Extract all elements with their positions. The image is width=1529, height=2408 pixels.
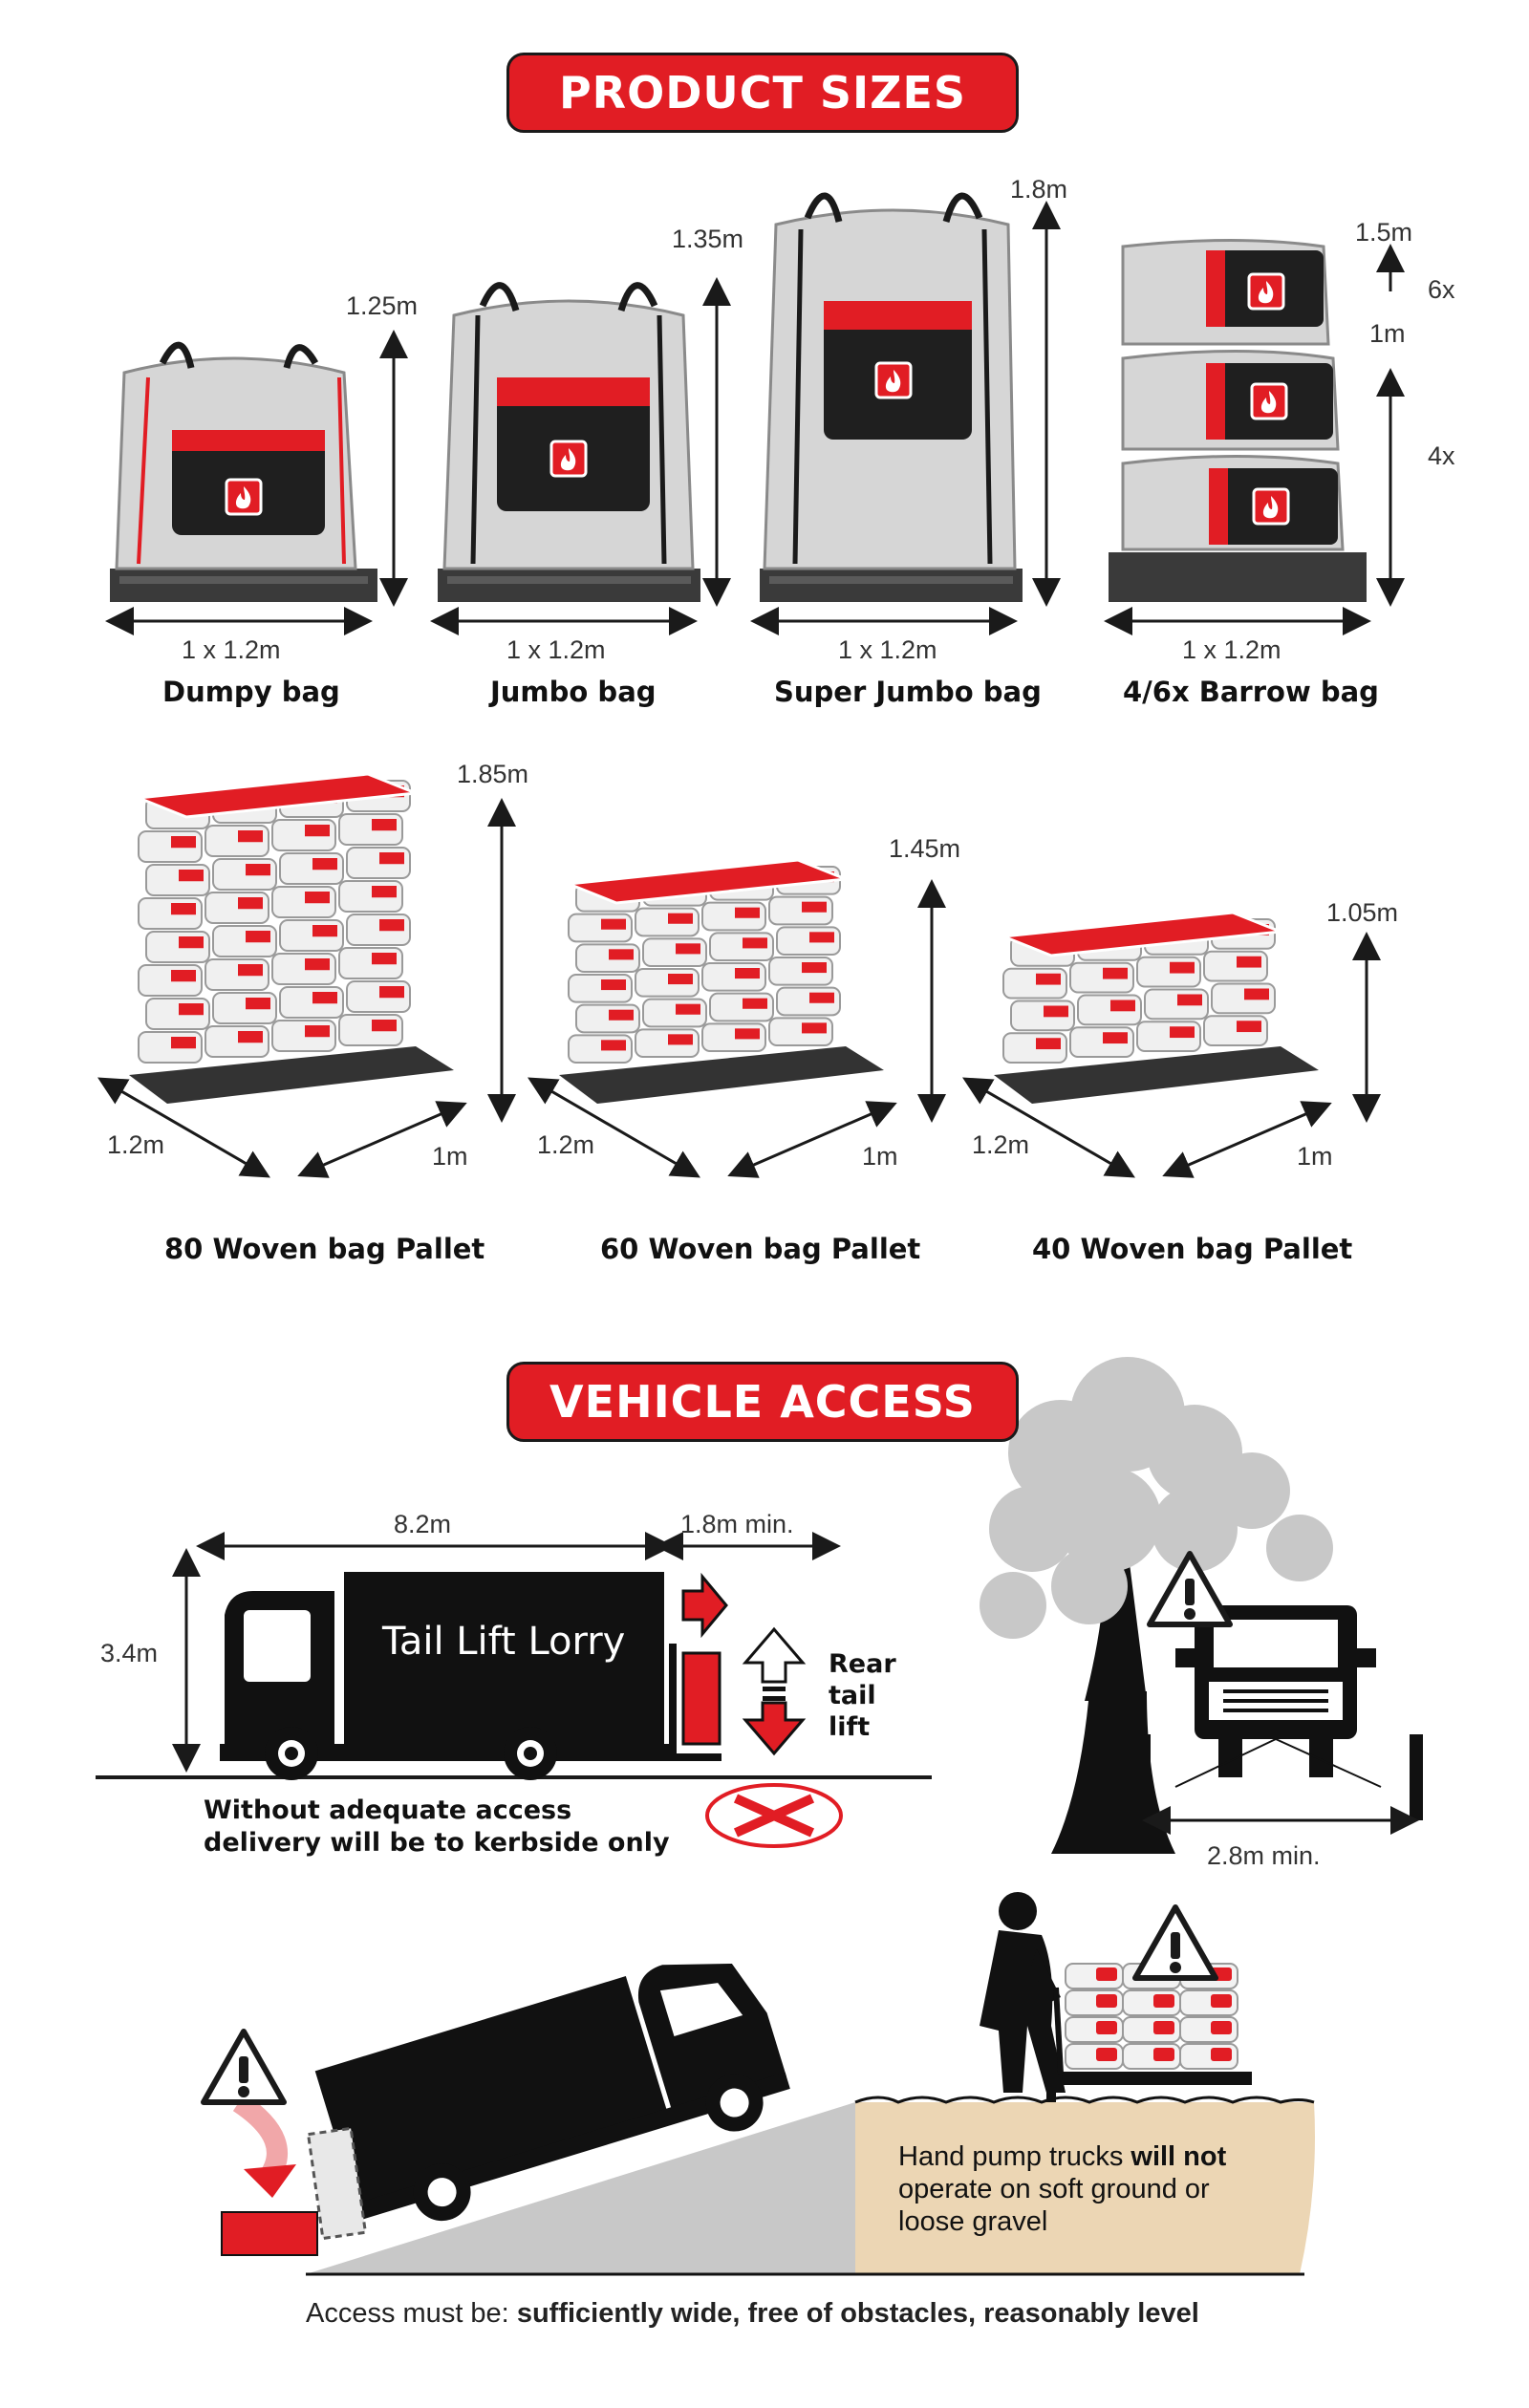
rear-tail-lift-label: Rear tail lift: [829, 1648, 896, 1743]
hand-pump-worker-illustration: [980, 1892, 1252, 2102]
barrow-6x-label: 6x: [1428, 275, 1455, 304]
pallet-60-width-label: 1m: [862, 1142, 898, 1171]
super-jumbo-bag-name: Super Jumbo bag: [774, 676, 1042, 708]
barrow-4x-label: 4x: [1428, 441, 1455, 470]
barrow-base-label: 1 x 1.2m: [1182, 635, 1281, 664]
tree-and-lorry-front-illustration: [980, 1357, 1423, 1854]
pallet-80-height-label: 1.85m: [457, 760, 529, 788]
vehicle-width-label: 2.8m min.: [1207, 1841, 1321, 1870]
pallet-80-width-label: 1m: [432, 1142, 468, 1171]
bag-dimension-lines: [105, 201, 1405, 635]
pallet-60-height-label: 1.45m: [889, 834, 961, 863]
pallet-60-length-label: 1.2m: [537, 1130, 595, 1159]
barrow-4x-height-label: 1m: [1369, 319, 1406, 348]
kerbside-note-line-1: Without adequate access: [204, 1795, 572, 1825]
pallet-40-length-label: 1.2m: [972, 1130, 1030, 1159]
pallet-40-width-label: 1m: [1297, 1142, 1333, 1171]
dumpy-base-label: 1 x 1.2m: [182, 635, 281, 664]
dumpy-height-label: 1.25m: [346, 291, 419, 320]
tail-lift-lorry-illustration: [96, 1572, 932, 1848]
access-footer: Access must be: sufficiently wide, free …: [306, 2298, 1199, 2330]
jumbo-base-label: 1 x 1.2m: [506, 635, 606, 664]
super-jumbo-height-label: 1.8m: [1010, 175, 1068, 204]
super-jumbo-bag-illustration: [760, 192, 1023, 602]
vehicle-access-heading: VEHICLE ACCESS: [506, 1362, 1019, 1442]
product-sizes-heading: PRODUCT SIZES: [506, 53, 1019, 133]
dumpy-bag-name: Dumpy bag: [162, 676, 340, 708]
lorry-clearance-label: 1.8m min.: [680, 1510, 794, 1538]
jumbo-height-label: 1.35m: [672, 225, 744, 253]
hand-pump-line-1-prefix: Hand pump trucks: [898, 2141, 1131, 2172]
slope-lorry-illustration: [204, 1963, 1315, 2276]
kerbside-note: Without adequate access delivery will be…: [204, 1795, 670, 1860]
pallet-40-name: 40 Woven bag Pallet: [1032, 1233, 1353, 1265]
pallet-60-stack: [559, 858, 884, 1104]
pallet-40-stack: [994, 911, 1319, 1104]
pallet-dimension-lines: [97, 798, 1381, 1178]
pallet-80-stack: [129, 772, 454, 1104]
barrow-bag-name: 4/6x Barrow bag: [1123, 676, 1379, 708]
kerbside-note-line-2: delivery will be to kerbside only: [204, 1828, 670, 1858]
hand-pump-line-3: loose gravel: [898, 2206, 1048, 2237]
access-footer-prefix: Access must be:: [306, 2298, 517, 2329]
lorry-body-label: Tail Lift Lorry: [382, 1620, 626, 1664]
lorry-length-label: 8.2m: [394, 1510, 452, 1538]
pallet-80-length-label: 1.2m: [107, 1130, 165, 1159]
lorry-height-label: 3.4m: [100, 1639, 159, 1667]
barrow-bags-illustration: [1109, 239, 1367, 602]
hand-pump-line-1: Hand pump trucks will not: [898, 2140, 1226, 2173]
pallet-60-name: 60 Woven bag Pallet: [600, 1233, 921, 1265]
jumbo-bag-name: Jumbo bag: [490, 676, 657, 708]
rear-tail-lift-line-3: lift: [829, 1712, 871, 1742]
hand-pump-line-2: operate on soft ground or: [898, 2174, 1210, 2204]
access-footer-requirements: sufficiently wide, free of obstacles, re…: [516, 2298, 1199, 2329]
rear-tail-lift-line-2: tail: [829, 1681, 876, 1710]
rear-tail-lift-line-1: Rear: [829, 1649, 896, 1679]
jumbo-bag-illustration: [438, 282, 700, 602]
dumpy-bag-illustration: [110, 341, 377, 602]
super-jumbo-base-label: 1 x 1.2m: [838, 635, 937, 664]
barrow-6x-height-label: 1.5m: [1355, 218, 1413, 247]
pallet-80-name: 80 Woven bag Pallet: [164, 1233, 485, 1265]
pallet-40-height-label: 1.05m: [1326, 898, 1399, 927]
lorry-dimension-lines: [172, 1532, 841, 1773]
hand-pump-note: Hand pump trucks will not operate on sof…: [898, 2140, 1226, 2238]
hand-pump-line-1-bold: will not: [1131, 2141, 1227, 2172]
woven-bag-pallets: [129, 772, 1319, 1104]
